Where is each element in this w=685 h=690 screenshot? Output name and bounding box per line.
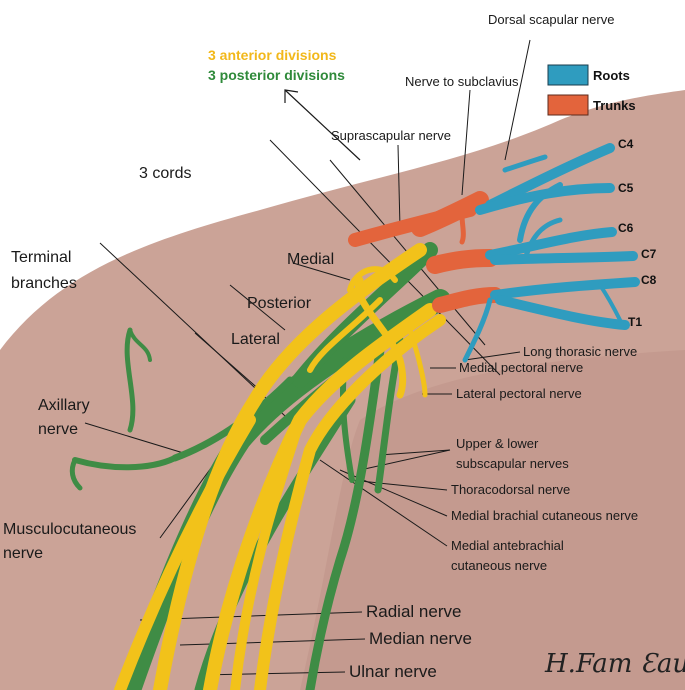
- anterior-divisions-label: 3 anterior divisions: [208, 47, 337, 63]
- long-thoracic-nerve-label: Long thorasic nerve: [523, 344, 637, 359]
- legend: Roots Trunks: [547, 64, 636, 116]
- root-label-c8: C8: [641, 273, 657, 287]
- lateral-pectoral-nerve-label: Lateral pectoral nerve: [456, 386, 582, 401]
- posterior-cord-label: Posterior: [247, 295, 312, 312]
- thoracodorsal-nerve-label: Thoracodorsal nerve: [451, 482, 570, 497]
- terminal-branches-label-1: Terminal: [11, 249, 71, 266]
- artist-signature: H.Fam Ɛaul: [544, 649, 685, 679]
- medial-antebrachial-cutaneous-label-1: Medial antebrachial: [451, 538, 564, 553]
- subscapular-nerves-label-2: subscapular nerves: [456, 456, 569, 471]
- posterior-divisions-label: 3 posterior divisions: [208, 67, 345, 83]
- musculocutaneous-nerve-label-1: Musculocutaneous: [3, 521, 136, 538]
- medial-antebrachial-cutaneous-label-2: cutaneous nerve: [451, 558, 547, 573]
- medial-pectoral-nerve-label: Medial pectoral nerve: [459, 360, 583, 375]
- musculocutaneous-nerve-label-2: nerve: [3, 545, 43, 562]
- anterior-nerves: [114, 243, 446, 690]
- root-label-c7: C7: [641, 247, 657, 261]
- roots: [462, 143, 640, 363]
- median-nerve-label: Median nerve: [369, 629, 472, 648]
- legend-roots-swatch: [547, 64, 589, 86]
- axillary-nerve-label-2: nerve: [38, 421, 78, 438]
- dorsal-scapular-nerve-label: Dorsal scapular nerve: [488, 12, 614, 27]
- ulnar-nerve-label: Ulnar nerve: [349, 662, 437, 681]
- subscapular-nerves-label-1: Upper & lower: [456, 436, 539, 451]
- cords-label: 3 cords: [139, 165, 191, 182]
- legend-trunks-swatch: [547, 94, 589, 116]
- radial-nerve-label: Radial nerve: [366, 602, 461, 621]
- root-label-c6: C6: [618, 221, 634, 235]
- legend-trunks-label: Trunks: [593, 98, 636, 113]
- terminal-branches-label-2: branches: [11, 275, 77, 292]
- nerve-to-subclavius-label: Nerve to subclavius: [405, 74, 519, 89]
- arrow-icon: [284, 89, 361, 161]
- root-label-c5: C5: [618, 181, 634, 195]
- medial-brachial-cutaneous-nerve-label: Medial brachial cutaneous nerve: [451, 508, 638, 523]
- root-label-c4: C4: [618, 137, 634, 151]
- axillary-nerve-label-1: Axillary: [38, 397, 90, 414]
- suprascapular-nerve-label: Suprascapular nerve: [331, 128, 451, 143]
- body-shade: [300, 350, 685, 690]
- trunks: [348, 191, 503, 313]
- lateral-cord-label: Lateral: [231, 331, 280, 348]
- medial-cord-label: Medial: [287, 251, 334, 268]
- root-label-t1: T1: [628, 315, 642, 329]
- legend-roots-label: Roots: [593, 68, 630, 83]
